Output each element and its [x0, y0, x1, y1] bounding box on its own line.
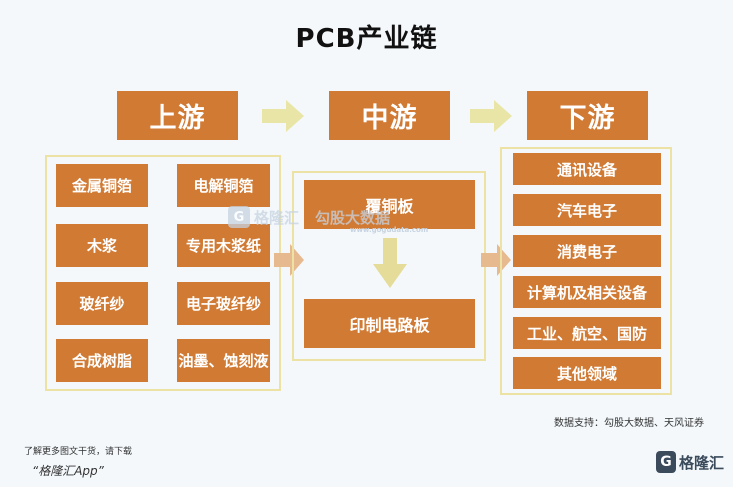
- upstream-panel: [45, 155, 281, 391]
- arrow-right-icon: [470, 100, 512, 132]
- arrow-right-icon: [262, 100, 304, 132]
- upstream-item: 合成树脂: [56, 339, 148, 382]
- watermark: G 格隆汇 勾股大数据: [228, 206, 390, 228]
- downstream-item: 汽车电子: [513, 194, 661, 226]
- midstream-item: 印制电路板: [304, 299, 475, 348]
- stage-downstream: 下游: [527, 91, 648, 140]
- downstream-item: 计算机及相关设备: [513, 276, 661, 308]
- downstream-item: 其他领域: [513, 357, 661, 389]
- watermark-brand2: 勾股大数据: [315, 208, 391, 227]
- logo-icon: G: [656, 451, 676, 473]
- arrow-right-icon: [274, 244, 304, 276]
- logo-icon: G: [228, 206, 250, 228]
- footer-line2: “格隆汇App”: [32, 464, 104, 478]
- downstream-panel: [500, 147, 672, 395]
- downstream-item: 通讯设备: [513, 153, 661, 185]
- midstream-item: 覆铜板: [304, 180, 475, 229]
- upstream-item: 木浆: [56, 224, 148, 267]
- arrow-right-icon: [481, 244, 511, 276]
- stage-upstream: 上游: [117, 91, 238, 140]
- watermark-url: www.gogudata.com: [350, 226, 429, 234]
- upstream-item: 油墨、蚀刻液: [177, 339, 270, 382]
- source-note: 数据支持：勾股大数据、天风证券: [554, 418, 704, 429]
- upstream-item: 金属铜箔: [56, 164, 148, 207]
- upstream-item: 专用木浆纸: [177, 224, 270, 267]
- watermark-brand: 格隆汇: [254, 208, 300, 227]
- footer-logo: G 格隆汇: [656, 451, 724, 473]
- downstream-item: 工业、航空、国防: [513, 317, 661, 349]
- upstream-item: 玻纤纱: [56, 282, 148, 325]
- downstream-item: 消费电子: [513, 235, 661, 267]
- arrow-down-icon: [373, 238, 407, 288]
- upstream-item: 电解铜箔: [177, 164, 270, 207]
- page-title: PCB产业链: [295, 24, 438, 54]
- footer-line1: 了解更多图文干货，请下载: [24, 447, 133, 457]
- upstream-item: 电子玻纤纱: [177, 282, 270, 325]
- stage-midstream: 中游: [329, 91, 450, 140]
- logo-text: 格隆汇: [679, 453, 725, 472]
